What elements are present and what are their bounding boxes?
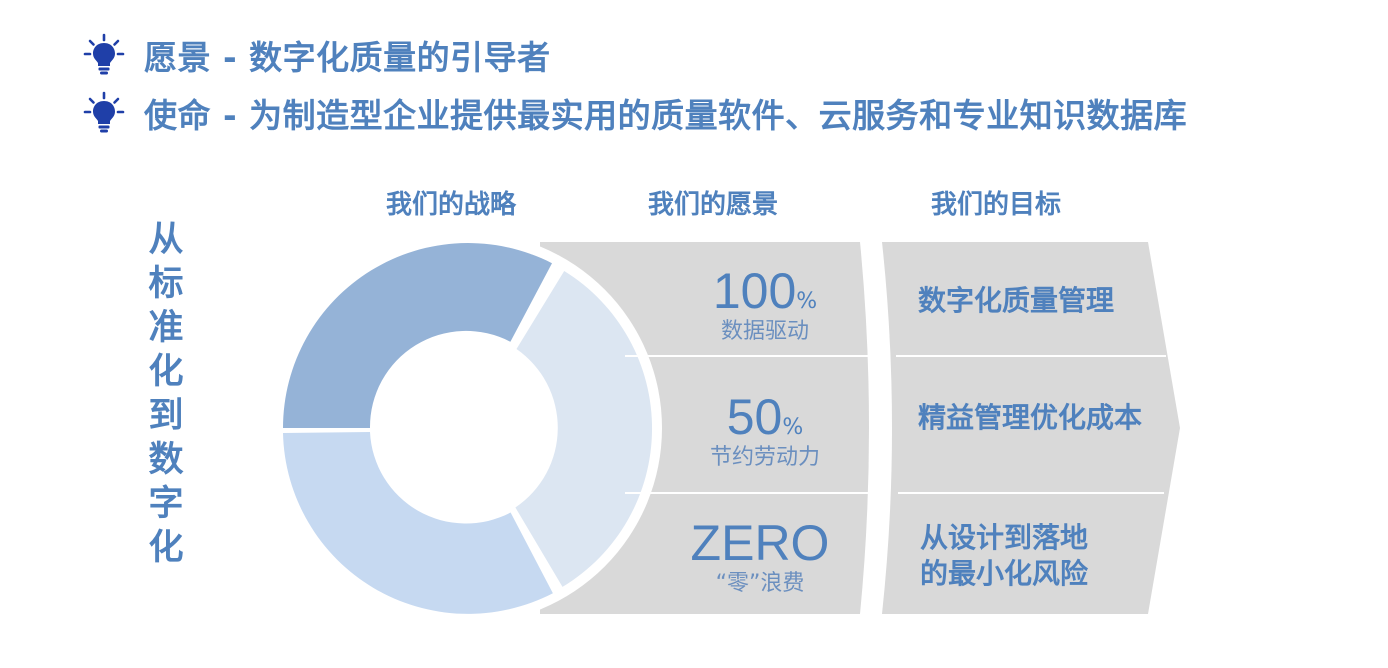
metric-label: 数据驱动 (720, 319, 809, 344)
goal-item: 精益管理优化成本 (918, 400, 1142, 436)
mission-heading: 使命 - 为制造型企业提供最实用的质量软件、云服务和专业知识数据库 (82, 88, 1187, 138)
lightbulb-icon (83, 91, 125, 133)
metric-labor-saving: 50% 节约劳动力 (680, 390, 850, 472)
vertical-title-char: 准 (148, 308, 184, 348)
metric-label: 节约劳动力 (709, 445, 820, 470)
goal-line: 从设计到落地 (920, 521, 1089, 554)
metric-value: 100 (712, 263, 797, 319)
metric-unit: % (796, 289, 818, 314)
vertical-title-char: 标 (148, 264, 184, 304)
mission-heading-text: 使命 - 为制造型企业提供最实用的质量软件、云服务和专业知识数据库 (144, 96, 1188, 135)
vision-heading: 愿景 - 数字化质量的引导者 (82, 30, 551, 80)
goal-panel (882, 242, 1180, 614)
vertical-title-char: 化 (148, 528, 184, 568)
metric-unit: % (782, 415, 804, 440)
vision-column-header: 我们的愿景 (648, 190, 779, 220)
donut-segment-strategy-bottom (283, 432, 553, 614)
goal-line: 的最小化风险 (920, 557, 1089, 590)
metric-label: “零”浪费 (715, 571, 805, 596)
donut-segment-strategy-right (515, 271, 653, 587)
vertical-title-char: 从 (148, 220, 184, 260)
goal-line: 数字化质量管理 (918, 284, 1115, 317)
vertical-title: 从 标 准 化 到 数 字 化 (143, 218, 189, 570)
metric-data-driven: 100% 数据驱动 (680, 264, 850, 346)
donut-segment-strategy-top (283, 243, 552, 428)
vertical-title-char: 数 (148, 440, 184, 480)
lightbulb-icon (83, 33, 125, 75)
strategy-column-header: 我们的战略 (386, 190, 517, 220)
goal-item: 从设计到落地 的最小化风险 (920, 520, 1088, 592)
goal-item: 数字化质量管理 (918, 283, 1114, 319)
metric-value: 50 (726, 389, 783, 445)
metric-value: ZERO (690, 515, 830, 571)
goal-column-header: 我们的目标 (931, 190, 1062, 220)
vertical-title-char: 化 (148, 352, 184, 392)
vertical-title-char: 到 (148, 396, 184, 436)
goal-line: 精益管理优化成本 (918, 401, 1143, 434)
vertical-title-char: 字 (148, 484, 184, 524)
vision-heading-text: 愿景 - 数字化质量的引导者 (144, 38, 551, 77)
metric-zero-waste: ZERO “零”浪费 (675, 516, 845, 598)
